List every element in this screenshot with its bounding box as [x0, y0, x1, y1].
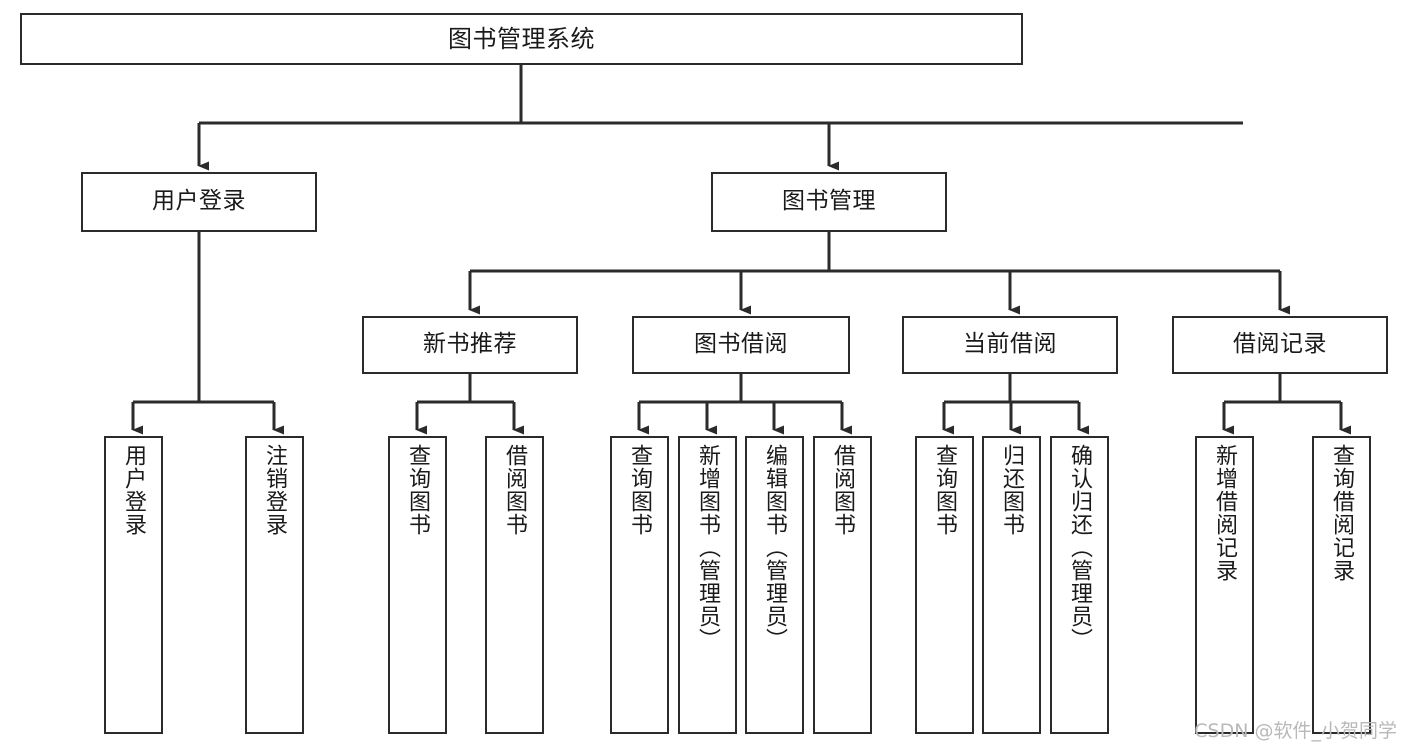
node-label: 借阅记录 — [1233, 331, 1327, 358]
node-label: 新书推荐 — [423, 331, 517, 358]
node-label: 查询借阅记录 — [1329, 444, 1355, 582]
leaf-query-borrow-record[interactable]: 查询借阅记录 — [1312, 436, 1371, 734]
node-current-borrow[interactable]: 当前借阅 — [902, 316, 1118, 374]
leaf-add-borrow-record[interactable]: 新增借阅记录 — [1195, 436, 1254, 734]
node-label: 注销登录 — [262, 444, 288, 536]
leaf-borrow-book-borrow[interactable]: 借阅图书 — [813, 436, 872, 734]
leaf-user-login[interactable]: 用户登录 — [104, 436, 163, 734]
node-new-book-recommend[interactable]: 新书推荐 — [362, 316, 578, 374]
node-label: 确认归还（管理员） — [1067, 444, 1093, 651]
node-borrow-record[interactable]: 借阅记录 — [1172, 316, 1388, 374]
leaf-query-book-recommend[interactable]: 查询图书 — [388, 436, 447, 734]
node-label: 用户登录 — [152, 188, 246, 215]
node-label: 借阅图书 — [502, 444, 528, 536]
node-label: 当前借阅 — [963, 331, 1057, 358]
node-label: 查询图书 — [405, 444, 431, 536]
node-root-book-management-system[interactable]: 图书管理系统 — [20, 13, 1023, 65]
leaf-add-book-admin[interactable]: 新增图书（管理员） — [678, 436, 737, 734]
leaf-edit-book-admin[interactable]: 编辑图书（管理员） — [745, 436, 804, 734]
node-book-management[interactable]: 图书管理 — [711, 172, 947, 232]
node-label: 借阅图书 — [830, 444, 856, 536]
node-label: 归还图书 — [999, 444, 1025, 536]
leaf-confirm-return-admin[interactable]: 确认归还（管理员） — [1050, 436, 1109, 734]
leaf-query-book-borrow[interactable]: 查询图书 — [610, 436, 669, 734]
node-label: 新增图书（管理员） — [695, 444, 721, 651]
node-label: 用户登录 — [121, 444, 147, 536]
node-label: 查询图书 — [627, 444, 653, 536]
watermark: CSDN @软件_小贺同学 — [1194, 720, 1397, 742]
leaf-return-book[interactable]: 归还图书 — [982, 436, 1041, 734]
node-label: 编辑图书（管理员） — [762, 444, 788, 651]
node-label: 查询图书 — [932, 444, 958, 536]
leaf-borrow-book-recommend[interactable]: 借阅图书 — [485, 436, 544, 734]
node-label: 图书管理系统 — [448, 24, 595, 53]
node-label: 图书管理 — [782, 188, 876, 215]
leaf-logout-login[interactable]: 注销登录 — [245, 436, 304, 734]
node-label: 新增借阅记录 — [1212, 444, 1238, 582]
node-label: 图书借阅 — [694, 331, 788, 358]
leaf-query-book-current[interactable]: 查询图书 — [915, 436, 974, 734]
node-book-borrow[interactable]: 图书借阅 — [632, 316, 850, 374]
node-user-login[interactable]: 用户登录 — [81, 172, 317, 232]
